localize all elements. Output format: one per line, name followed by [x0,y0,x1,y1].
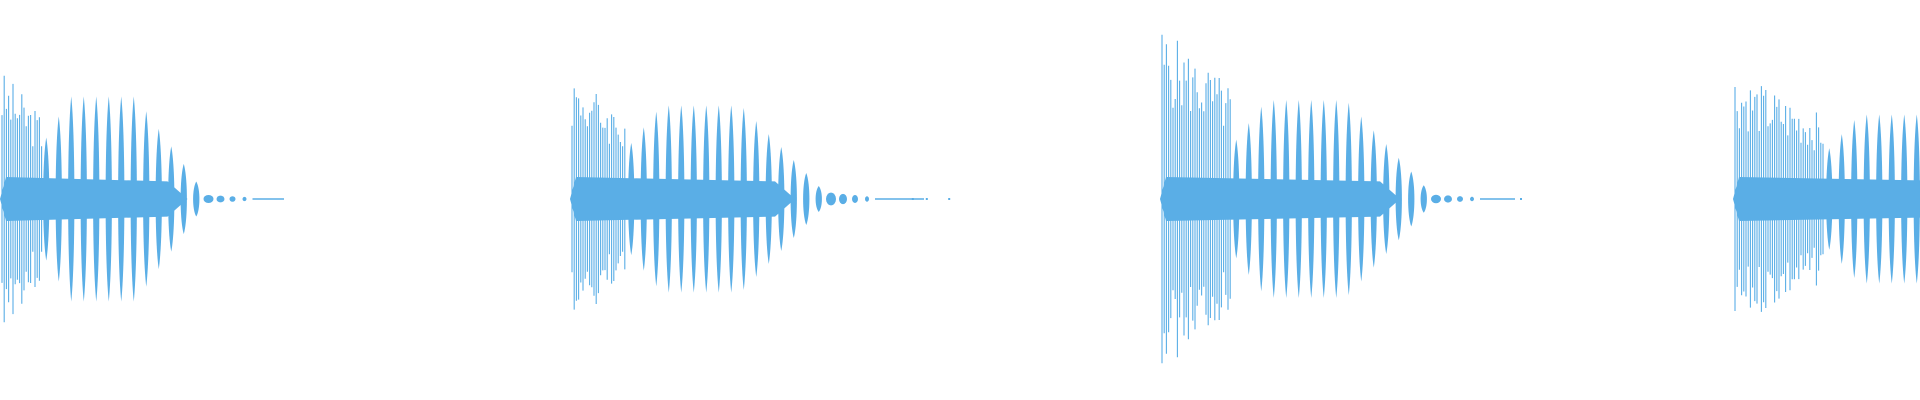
waveform-lobe [118,96,125,302]
waveform-onset [1161,34,1231,364]
waveform-tail-blip [1470,196,1474,202]
waveform-tail-blip [1431,194,1441,204]
waveform-lobe [68,96,75,302]
waveform-lobe [155,128,162,270]
waveform-lobe [628,142,635,256]
waveform-lobe [168,146,175,252]
waveform-lobe [1420,185,1427,213]
waveform-lobe [728,105,735,293]
waveform-onset [1734,86,1824,312]
waveform-onset [1,75,43,323]
waveform-lobe [130,96,137,302]
waveform-lobe [1863,114,1870,284]
waveform-lobe [1876,114,1883,284]
waveform-tail-blip [229,196,236,202]
waveform-lobe [105,96,112,302]
waveform-lobe [753,121,760,277]
waveform-tail-blip [242,196,247,202]
waveform-tail-blip [1457,196,1463,202]
waveform-tail-blip [852,195,858,203]
waveform-lobe [1308,100,1315,298]
waveform-lobe [665,105,672,293]
waveform-onset [571,88,626,310]
waveform-lobe [690,105,697,293]
waveform-lobe [180,163,187,235]
waveform-lobe [1901,114,1908,284]
waveform-tail-dot [925,198,928,200]
waveform-lobe [790,160,797,238]
waveform-lobe [703,105,710,293]
waveform-lobe [55,116,62,282]
waveform-lobe [1270,100,1277,298]
waveform-lobe [1245,123,1252,275]
waveform-core [1160,177,1400,221]
waveform-lobe [143,111,150,287]
waveform-tail-blip [839,193,847,205]
waveform-lobe [1408,171,1415,227]
waveform-tail-blip [203,194,214,204]
waveform-lobe [678,105,685,293]
waveform-lobe [1913,114,1920,284]
waveform-lobe [778,147,785,251]
waveform-lobe [1370,130,1377,268]
waveform-tail-dot [1520,198,1522,200]
waveform-burst [0,75,284,323]
waveform-lobe [43,137,50,261]
waveform-lobe [1383,144,1390,254]
waveform-tail-dot [911,198,914,200]
waveform-lobe [1838,134,1845,264]
waveform-lobe [815,186,822,212]
waveform-lobe [1395,157,1402,241]
waveform-lobe [1233,139,1240,259]
waveform-lobe [1320,100,1327,298]
waveform-tail-blip [216,195,225,203]
waveform-tail-dot [948,198,951,200]
waveform-lobe [93,96,100,302]
waveform-lobe [1283,100,1290,298]
waveform-lobe [1295,100,1302,298]
waveform-tail-blip [865,196,869,202]
waveform-tail-blip [826,192,836,206]
waveform-tail-blip [1444,195,1452,203]
waveform-burst [570,88,951,310]
waveform-bursts [0,34,1920,364]
waveform-lobe [803,173,810,225]
waveform-burst [1160,34,1522,364]
waveform-lobe [1258,106,1265,292]
waveform-lobe [1851,120,1858,278]
waveform-lobe [1826,148,1833,250]
waveform-lobe [740,108,747,290]
waveform-lobe [193,181,200,217]
waveform-lobe [1358,116,1365,282]
waveform-burst [1733,86,1920,312]
waveform-lobe [715,105,722,293]
waveform-lobe [80,96,87,302]
waveform-lobe [653,111,660,287]
waveform-lobe [1333,100,1340,298]
waveform-lobe [1345,102,1352,296]
waveform-lobe [765,134,772,264]
waveform-lobe [640,127,647,271]
waveform-lobe [1888,114,1895,284]
